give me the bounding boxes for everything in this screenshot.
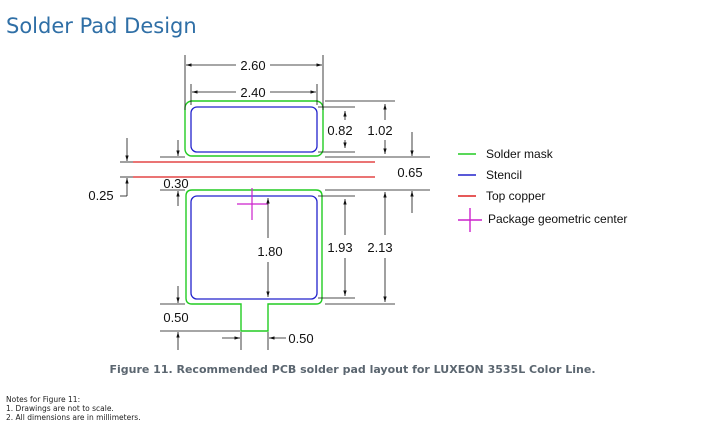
bottom-pad-solder-mask xyxy=(185,189,323,332)
bottom-pad-stencil xyxy=(190,195,318,300)
notes-heading: Notes for Figure 11: xyxy=(6,395,81,404)
top-pad-solder-mask xyxy=(184,100,324,157)
legend-center: Package geometric center xyxy=(488,212,627,226)
legend: Solder mask Stencil Top copper Package g… xyxy=(458,147,627,232)
dim-bottom-height-outer: 2.13 xyxy=(367,240,392,255)
dim-top-pad-height-outer: 1.02 xyxy=(367,123,392,138)
note-item: 1. Drawings are not to scale. xyxy=(6,404,114,413)
dim-top-width-inner: 2.40 xyxy=(240,85,265,100)
figure-caption: Figure 11. Recommended PCB solder pad la… xyxy=(109,363,596,376)
figure-notes: Notes for Figure 11: 1. Drawings are not… xyxy=(6,395,141,422)
dim-tab-offset: 0.50 xyxy=(163,310,188,325)
dim-bottom-inner-height: 1.80 xyxy=(257,244,282,259)
dim-top-pad-height-inner: 0.82 xyxy=(327,123,352,138)
dim-gap-right: 0.65 xyxy=(397,165,422,180)
page-title: Solder Pad Design xyxy=(6,14,197,38)
dim-gap-left-outer: 0.25 xyxy=(88,188,113,203)
dim-top-width-outer: 2.60 xyxy=(240,58,265,73)
top-pad-stencil xyxy=(190,106,318,153)
legend-top-copper: Top copper xyxy=(486,189,545,203)
note-item: 2. All dimensions are in millimeters. xyxy=(6,413,141,422)
dim-tab-width: 0.50 xyxy=(288,331,313,346)
legend-stencil: Stencil xyxy=(486,168,522,182)
dim-bottom-height-inner: 1.93 xyxy=(327,240,352,255)
legend-solder-mask: Solder mask xyxy=(486,147,554,161)
dim-gap-left-inner: 0.30 xyxy=(163,176,188,191)
